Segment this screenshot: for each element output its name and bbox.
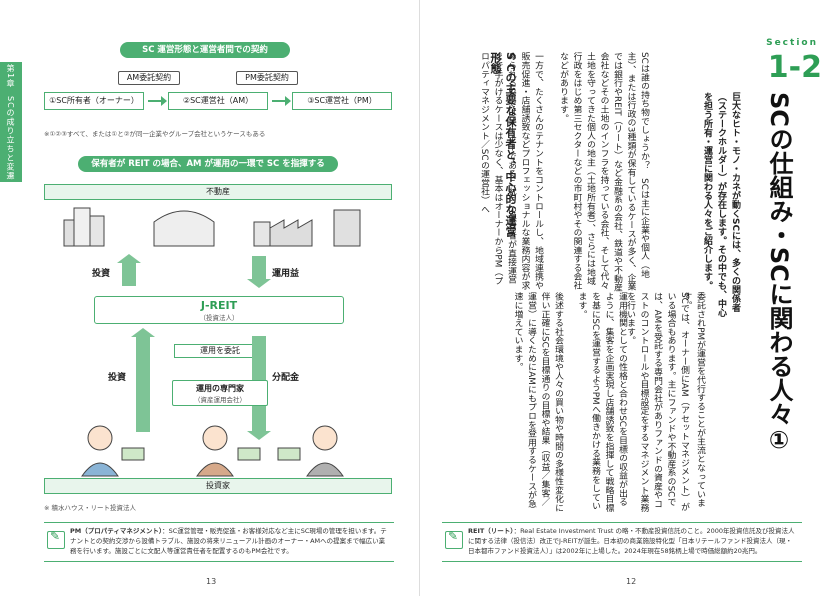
section-number: 1-2 — [767, 50, 822, 85]
pm-memo-term: PM（プロパティマネジメント） — [70, 527, 163, 535]
buildings-illustration — [63, 207, 361, 247]
expert-title: 運用の専門家 — [196, 384, 244, 393]
section-label: Section — [766, 38, 818, 48]
reit-memo-text: ：Real Estate Investment Trust の略・不動産投資信託… — [468, 527, 795, 555]
property-banner: 不動産 — [44, 184, 392, 200]
body-paragraph-2: 一方で、たくさんのテナントをコントロールし、地域連携や販売促進・店舗誘致などプロ… — [479, 52, 543, 290]
jreit-box: J-REIT （投資法人） — [94, 296, 344, 324]
owner-box: ①SC所有者（オーナー） — [44, 92, 144, 110]
expert-box: 運用の専門家 （資産運用会社） — [172, 380, 268, 406]
right-body-3: 運用機関としての性格と合わせSCを目標の収益が出るように、集客を企画実現し店舗誘… — [576, 292, 628, 512]
right-body-1: 委託されPMが運営を代行することが主流となっています。 — [681, 292, 706, 508]
pm-memo-text: ：SC運営管理・販売促進・お客様対応など主にSC現場の管理を担います。テナントと… — [70, 527, 387, 555]
memo-icon — [47, 531, 65, 549]
invest-label-2: 投資 — [108, 373, 127, 383]
investors-illustration — [81, 425, 344, 477]
chapter-label: 第1章 — [5, 64, 16, 88]
am-contract-label: AM委託契約 — [118, 71, 180, 85]
diagram2-title: 保有者が REIT の場合、AM が運用の一環で SC を指揮する — [78, 156, 338, 172]
section-title: SCの仕組み・SCに関わる人々① — [765, 92, 793, 454]
income-arrow-down — [247, 256, 271, 288]
page-number-left: 13 — [206, 577, 217, 586]
income-label: 運用益 — [272, 269, 300, 279]
invest-arrow-up — [117, 254, 141, 286]
pm-box: ③SC運営社（PM） — [292, 92, 392, 110]
am-box: ②SC運営社（AM） — [168, 92, 268, 110]
right-page: S Cの主要な保有者と、中心的な運営形態 SCは誰の持ち物でしょうか？ SCは主… — [420, 0, 840, 596]
invest-label: 投資 — [92, 269, 111, 279]
pm-contract-label: PM委託契約 — [236, 71, 298, 85]
body-paragraph-1: SCは誰の持ち物でしょうか？ SCは主に企業や個人（地主）、または行政の3種類が… — [558, 52, 649, 292]
reit-memo: REIT（リート）：Real Estate Investment Trust の… — [442, 522, 802, 562]
entrust-box: 運用を委託 — [174, 344, 266, 358]
reit-memo-term: REIT（リート） — [468, 527, 514, 535]
chapter-title: SCの成り立ちと変遷 — [6, 96, 15, 181]
expert-subtitle: （資産運用会社） — [194, 396, 246, 404]
jreit-title: J-REIT — [200, 299, 238, 312]
chapter-tab — [0, 62, 22, 182]
chapter-number: 第1章 — [6, 64, 15, 89]
jreit-subtitle: （投資法人） — [199, 314, 239, 322]
pm-memo: PM（プロパティマネジメント）：SC運営管理・販売促進・お客様対応など主にSC現… — [44, 522, 394, 562]
left-page: 第1章 SCの成り立ちと変遷 SC 運営形態と運営者間での契約 AM委託契約 P… — [0, 0, 420, 596]
diagram2-footnote: ※ 積水ハウス・リート投資法人 — [44, 504, 137, 512]
memo-icon — [445, 531, 463, 549]
right-body-2: SCでは、オーナー側にAM（アセットマネジメント）がいる場合もあります。主にファ… — [625, 292, 689, 512]
diagram1-title: SC 運営形態と運営者間での契約 — [120, 42, 290, 58]
page-number-right: 12 — [626, 577, 637, 586]
investor-banner: 投資家 — [44, 478, 392, 494]
diagram1-note: ※①②③すべて、または①と②が同一企業やグループ会社というケースもある — [44, 130, 266, 138]
arrow-owner-am — [148, 96, 167, 106]
subsection-heading: S Cの主要な保有者と、中心的な運営形態 — [489, 52, 517, 237]
dividend-label: 分配金 — [272, 373, 300, 383]
invest-arrow-up-2 — [131, 328, 155, 432]
section-lead: 巨大なヒト・モノ・カネが動くSCには、多くの関係者（ステークホルダー）が存在しま… — [702, 92, 740, 317]
right-body-4: 後述する社会環境や人々の買い物や時間の多様性変化に伴い正確にSCを目標通りの目標… — [512, 292, 564, 512]
arrow-am-pm — [272, 96, 291, 106]
